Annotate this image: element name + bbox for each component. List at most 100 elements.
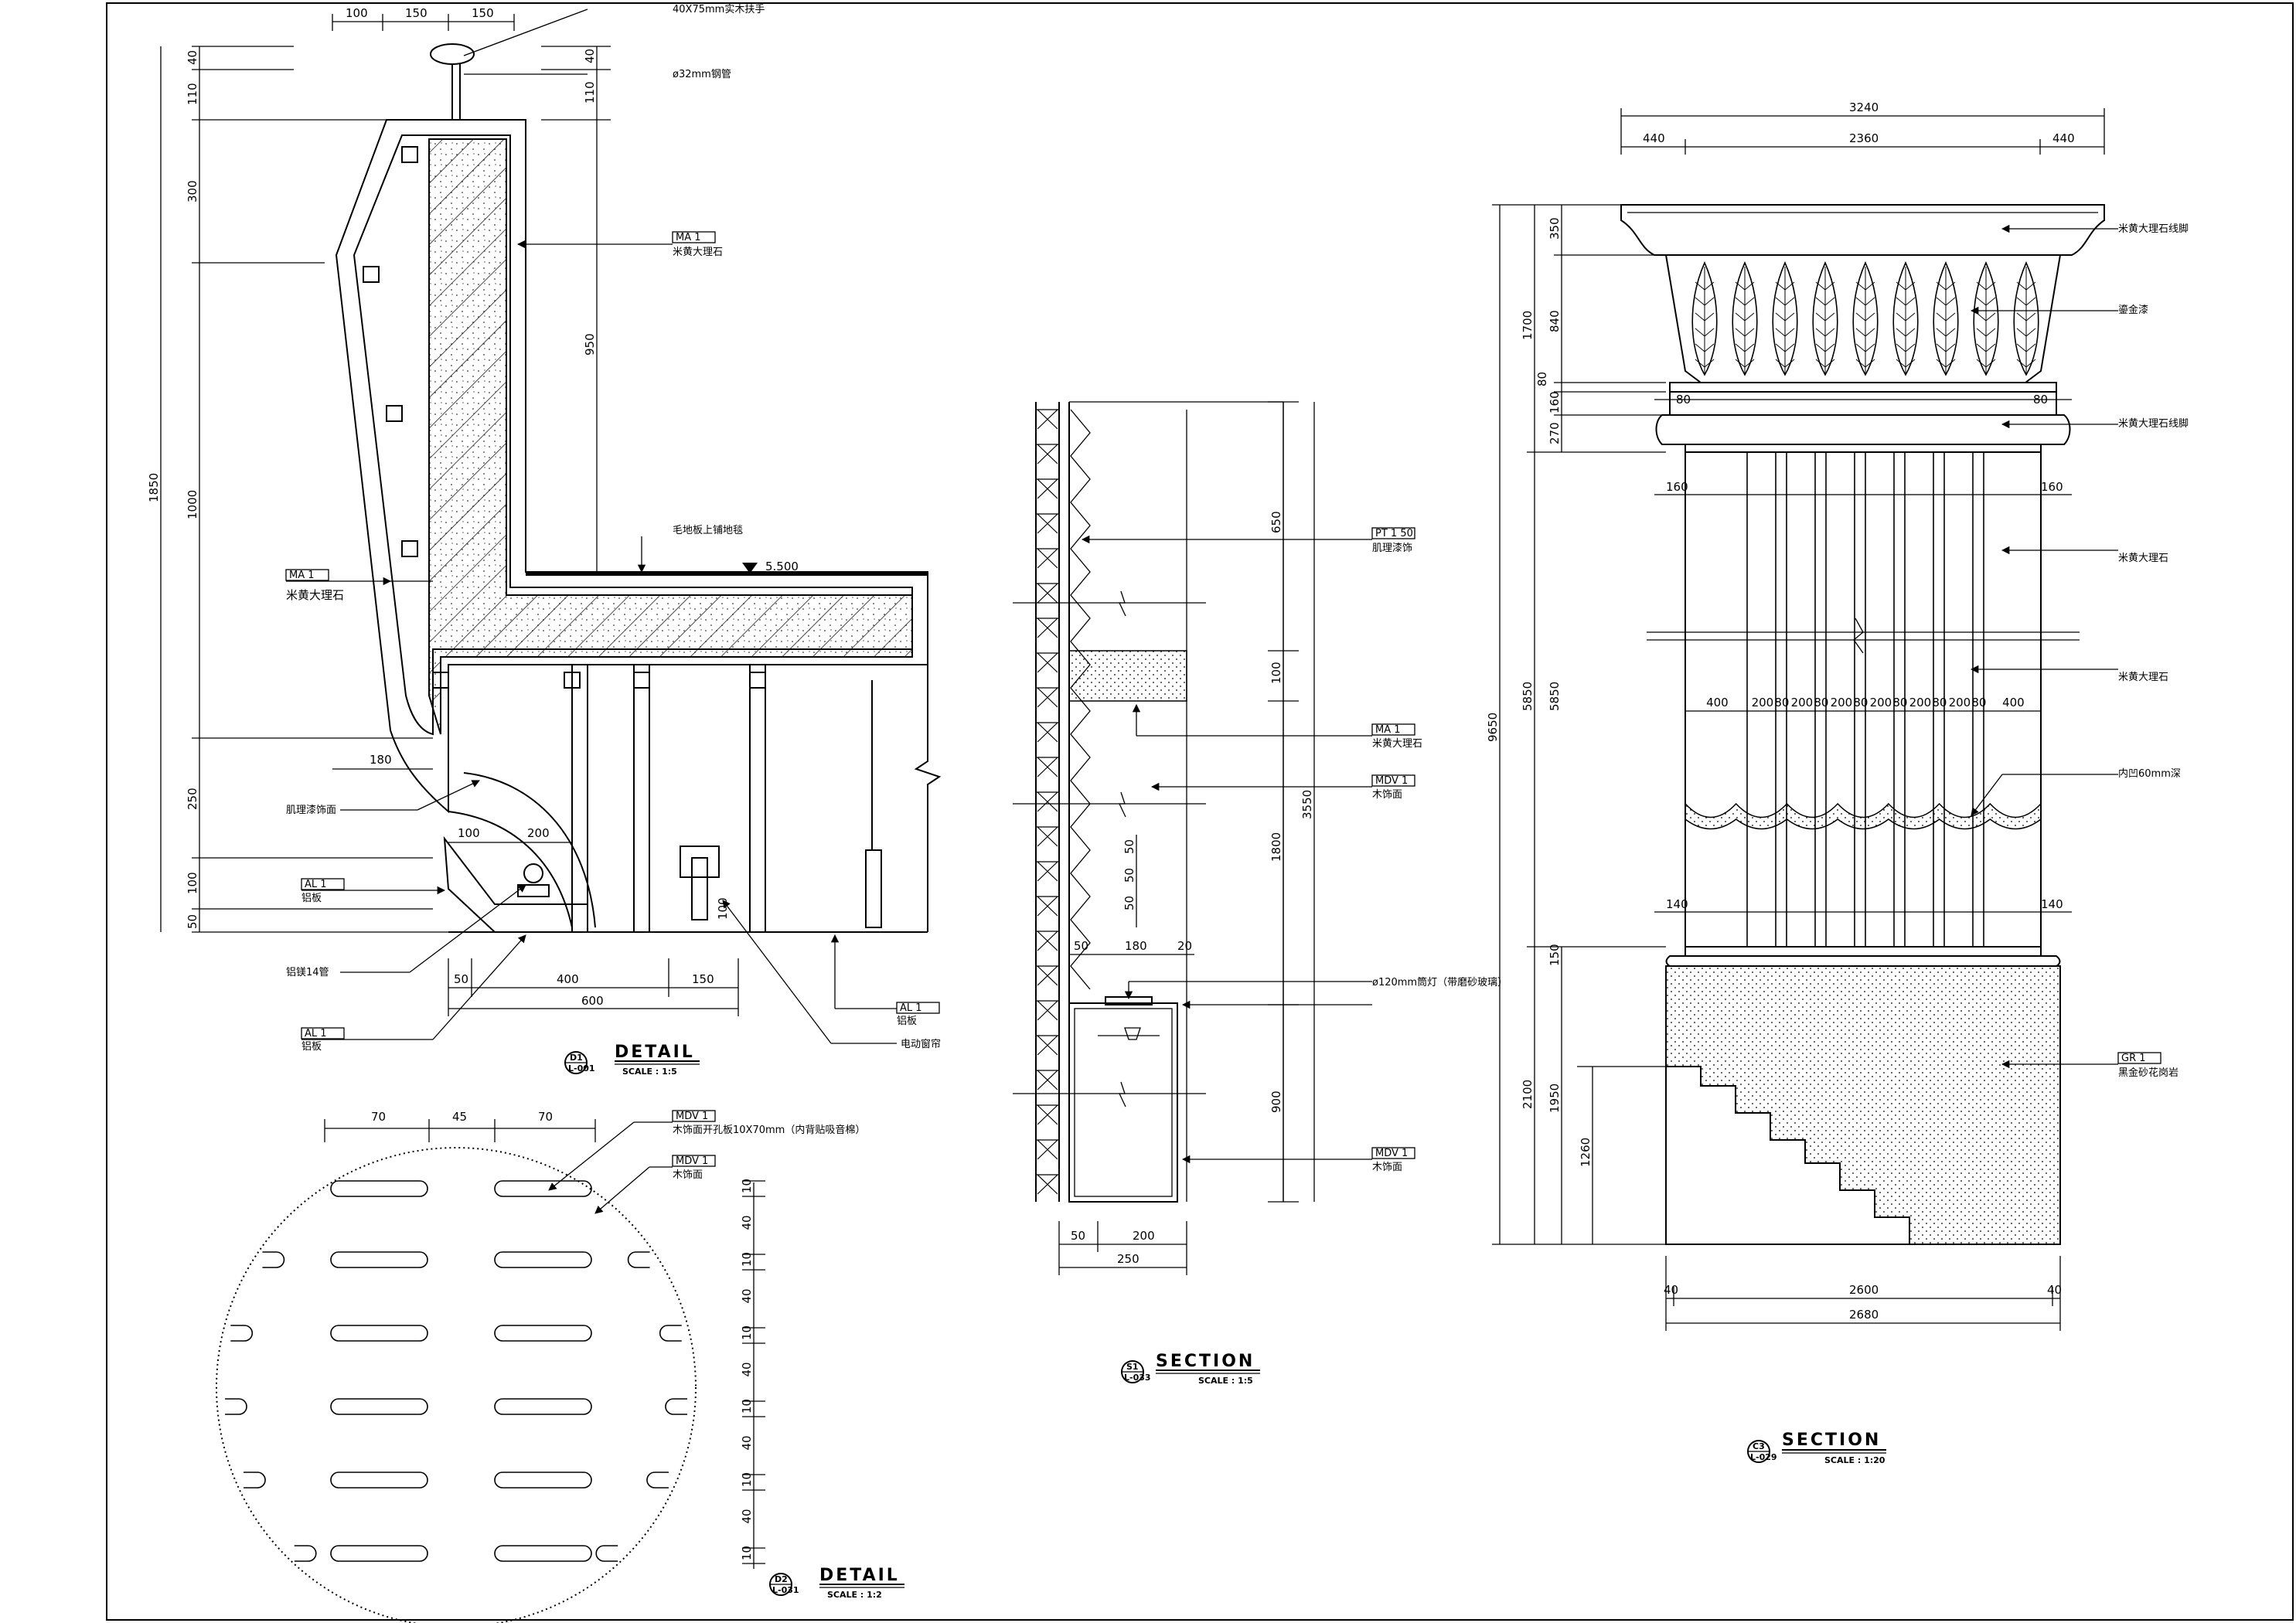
leaf-vein xyxy=(1775,312,1786,322)
leaf-vein xyxy=(1945,328,1956,337)
leaf-vein xyxy=(1815,297,1826,306)
d1-bottom-total: 600 xyxy=(581,994,604,1008)
leaf-vein xyxy=(2016,281,2027,291)
d2-right-dim: 10 xyxy=(740,1325,754,1340)
d2-top-dim-1: 70 xyxy=(371,1110,386,1124)
d2-right-dim: 40 xyxy=(740,1215,754,1230)
leaf-vein xyxy=(2025,281,2036,291)
leaf-vein xyxy=(2025,359,2036,368)
d2-text-1: 木饰面开孔板10X70mm（内背贴吸音棉） xyxy=(673,1124,865,1136)
leaf-vein xyxy=(1695,297,1705,306)
s2-base-total: 2100 xyxy=(1521,1080,1535,1109)
s2-top-total: 3240 xyxy=(1849,100,1879,114)
s2-left-total: 9650 xyxy=(1486,713,1500,742)
s2-label-4: 米黄大理石 xyxy=(2118,553,2168,564)
leaf-vein xyxy=(1985,297,1996,306)
d1-al3-text: 铝板 xyxy=(897,1016,917,1027)
s2-left-dim-1: 350 xyxy=(1548,217,1562,240)
leaf-vein xyxy=(1936,343,1947,352)
s1-mdv-text: 木饰面 xyxy=(1372,789,1402,801)
s2-flute-dim: 200 xyxy=(1831,696,1853,709)
d2-top-dim-2: 45 xyxy=(452,1110,467,1124)
s1-bottom-dim-1: 50 xyxy=(1071,1229,1085,1243)
slot xyxy=(494,1545,592,1562)
leaf-vein xyxy=(1976,281,1987,291)
leaf-vein xyxy=(1976,359,1987,368)
s1-x xyxy=(1037,1070,1058,1091)
s2-gr-tag: GR 1 xyxy=(2121,1053,2146,1064)
s2-mid-dim-inner: 5850 xyxy=(1548,682,1562,711)
leaf-vein xyxy=(1905,312,1916,322)
slot xyxy=(494,1325,592,1342)
s1-mdv2-tag: MDV 1 xyxy=(1375,1148,1408,1159)
leaf-vein xyxy=(1815,359,1826,368)
leaf-vein xyxy=(1815,328,1826,337)
leaf-vein xyxy=(1815,312,1826,322)
d1-top-dim-1: 100 xyxy=(346,6,368,20)
leaf-vein xyxy=(1905,297,1916,306)
leaf-vein xyxy=(1936,312,1947,322)
leaf-vein xyxy=(1905,359,1916,368)
s1-x xyxy=(1037,687,1058,708)
s2-flute-dim: 80 xyxy=(1814,696,1828,709)
d1-left-dim-6: 100 xyxy=(186,872,199,894)
s1-right-dim-2: 100 xyxy=(1269,662,1283,684)
leaf-vein xyxy=(1735,312,1746,322)
d1-top-dim-3: 150 xyxy=(472,6,494,20)
leaf-vein xyxy=(1695,281,1705,291)
s2-top-dim-1: 440 xyxy=(1643,131,1665,145)
leaf-vein xyxy=(1905,281,1916,291)
d1-inner-dim-3: 200 xyxy=(527,826,550,840)
leaf-vein xyxy=(1985,343,1996,352)
leaf-vein xyxy=(1704,281,1715,291)
slot-partial xyxy=(646,1472,669,1489)
leaf-vein xyxy=(1775,343,1786,352)
leaf-vein xyxy=(1936,328,1947,337)
d1-right-dim-2: 110 xyxy=(583,81,597,104)
d2-right-dim: 40 xyxy=(740,1435,754,1450)
d1-al3-tag: AL 1 xyxy=(900,1002,922,1014)
sheet-border xyxy=(106,2,2294,1621)
d1-title-block: D1 L-001 DETAIL SCALE : 1:5 xyxy=(564,1043,700,1077)
d1-title: DETAIL xyxy=(615,1043,695,1062)
leaf-vein xyxy=(2016,343,2027,352)
s2-side-dim-6: 140 xyxy=(2041,897,2063,911)
s1-right-dim-3: 1800 xyxy=(1269,832,1283,862)
d1-left-dim-3: 300 xyxy=(186,180,199,202)
s2-flute-dim: 200 xyxy=(1949,696,1971,709)
leaf-vein xyxy=(1775,297,1786,306)
d1-bottom-dim-1: 50 xyxy=(454,972,468,986)
leaf-vein xyxy=(2016,328,2027,337)
leaf-vein xyxy=(1855,281,1866,291)
s1-pt-tag: PT 1 50 xyxy=(1375,528,1413,539)
d1-label-pipe: ø32mm钢管 xyxy=(673,69,731,80)
d1-inner-dim-1: 180 xyxy=(370,753,392,767)
slot-partial xyxy=(230,1325,254,1342)
d1-al2-tag: AL 1 xyxy=(305,1028,327,1039)
s1-bottom-total: 250 xyxy=(1117,1252,1139,1266)
s2-base-dim-2: 1950 xyxy=(1548,1084,1562,1113)
s1-structure-marks xyxy=(1036,409,1059,1195)
s1-ma-text: 米黄大理石 xyxy=(1372,738,1422,750)
s2-label-1: 米黄大理石线脚 xyxy=(2118,223,2189,235)
leaf-vein xyxy=(1815,343,1826,352)
s1-x xyxy=(1037,791,1058,812)
s2-bottom-total: 2680 xyxy=(1849,1308,1879,1322)
slot-partial xyxy=(244,1472,266,1489)
leaf-vein xyxy=(1815,281,1826,291)
leaf-vein xyxy=(2016,359,2027,368)
s1-x xyxy=(1037,513,1058,534)
s1-right-dim-1: 650 xyxy=(1269,511,1283,533)
s2-ref-bottom: L-029 xyxy=(1750,1452,1777,1462)
slot xyxy=(494,1251,592,1268)
d2-ref-bottom: L-031 xyxy=(772,1585,799,1595)
section-1-drawing: 650 100 1800 900 3550 50 50 50 180 20 50… xyxy=(1013,401,1507,1386)
leaf-vein xyxy=(1865,343,1875,352)
s1-small-dim-2: 50 xyxy=(1122,868,1136,883)
leaf-vein xyxy=(2025,328,2036,337)
d1-label-grc: 肌理漆饰面 xyxy=(286,804,336,816)
leaf-vein xyxy=(1744,359,1755,368)
d1-marble-tag-right: MA 1 xyxy=(676,232,701,243)
